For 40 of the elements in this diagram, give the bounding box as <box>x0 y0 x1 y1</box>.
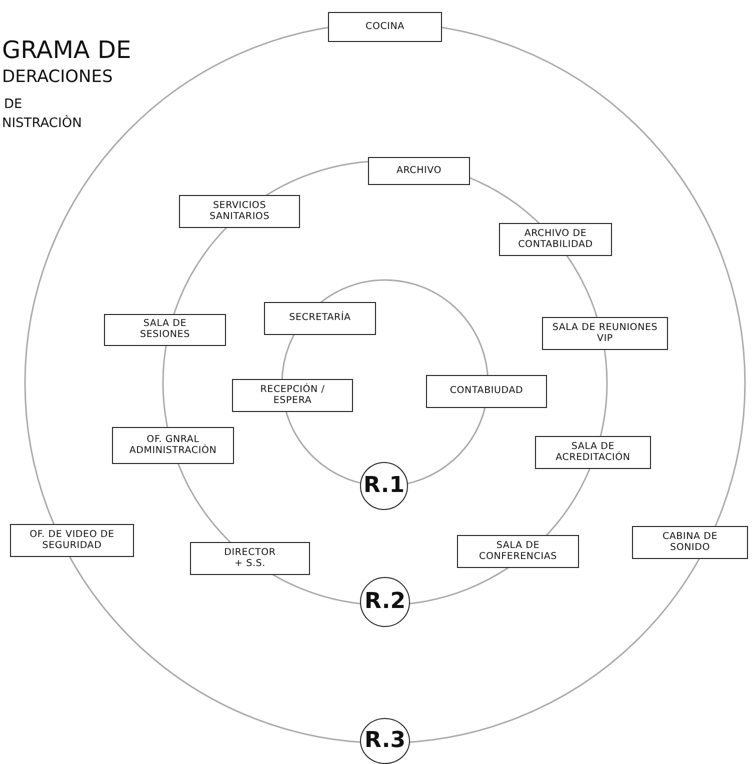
room-label: SECRETARÍA <box>289 313 351 324</box>
room-box <box>632 526 748 559</box>
room-box <box>542 317 668 350</box>
room-box <box>457 535 579 568</box>
room-box <box>179 195 300 228</box>
room-label: CABINA DE SONIDO <box>661 532 719 554</box>
room-label: SALA DE REUNIONES VIP <box>551 322 659 344</box>
room-box <box>10 524 134 557</box>
ring-marker-circle <box>360 718 410 764</box>
room-box <box>112 427 234 464</box>
room-box <box>426 375 547 408</box>
room-box <box>368 157 470 185</box>
room-label: OF. DE VIDEO DE SEGURIDAD <box>28 530 116 552</box>
room-box <box>190 542 310 575</box>
room-box <box>499 223 612 256</box>
room-box <box>328 12 442 42</box>
room-label: CONTABIUDAD <box>450 386 524 397</box>
room-box <box>264 302 376 335</box>
room-label: SALA DE CONFERENCIAS <box>478 540 558 562</box>
room-label: ARCHIVO <box>396 166 442 176</box>
room-label: SALA DE SESIONES <box>139 319 191 341</box>
ring-marker-circle <box>360 577 410 627</box>
room-label: R.3 <box>364 728 406 754</box>
room-box <box>104 314 226 346</box>
title-text: DERACIONES <box>2 67 113 87</box>
room-label: RECEPCIÓN / ESPERA <box>259 384 326 406</box>
room-label: R.1 <box>364 473 405 499</box>
room-label: ARCHIVO DE CONTABILIDAD <box>517 228 594 250</box>
room-label: OF. GNRAL ADMINISTRACIÒN <box>128 434 218 456</box>
room-box <box>232 379 353 412</box>
room-label: DIRECTOR + S.S. <box>223 548 277 570</box>
room-label: R.2 <box>364 589 406 615</box>
subtitle-text: NISTRACIÒN <box>2 116 82 131</box>
room-label: SERVICIOS SANITARIOS <box>208 200 271 222</box>
room-label: SALA DE ACREDITACIÓN <box>554 442 632 464</box>
room-label: COCINA <box>366 22 404 32</box>
room-box <box>535 436 651 469</box>
ring-marker-circle <box>360 462 408 510</box>
title-text: GRAMA DE <box>2 36 132 64</box>
subtitle-text: DE <box>4 97 22 112</box>
